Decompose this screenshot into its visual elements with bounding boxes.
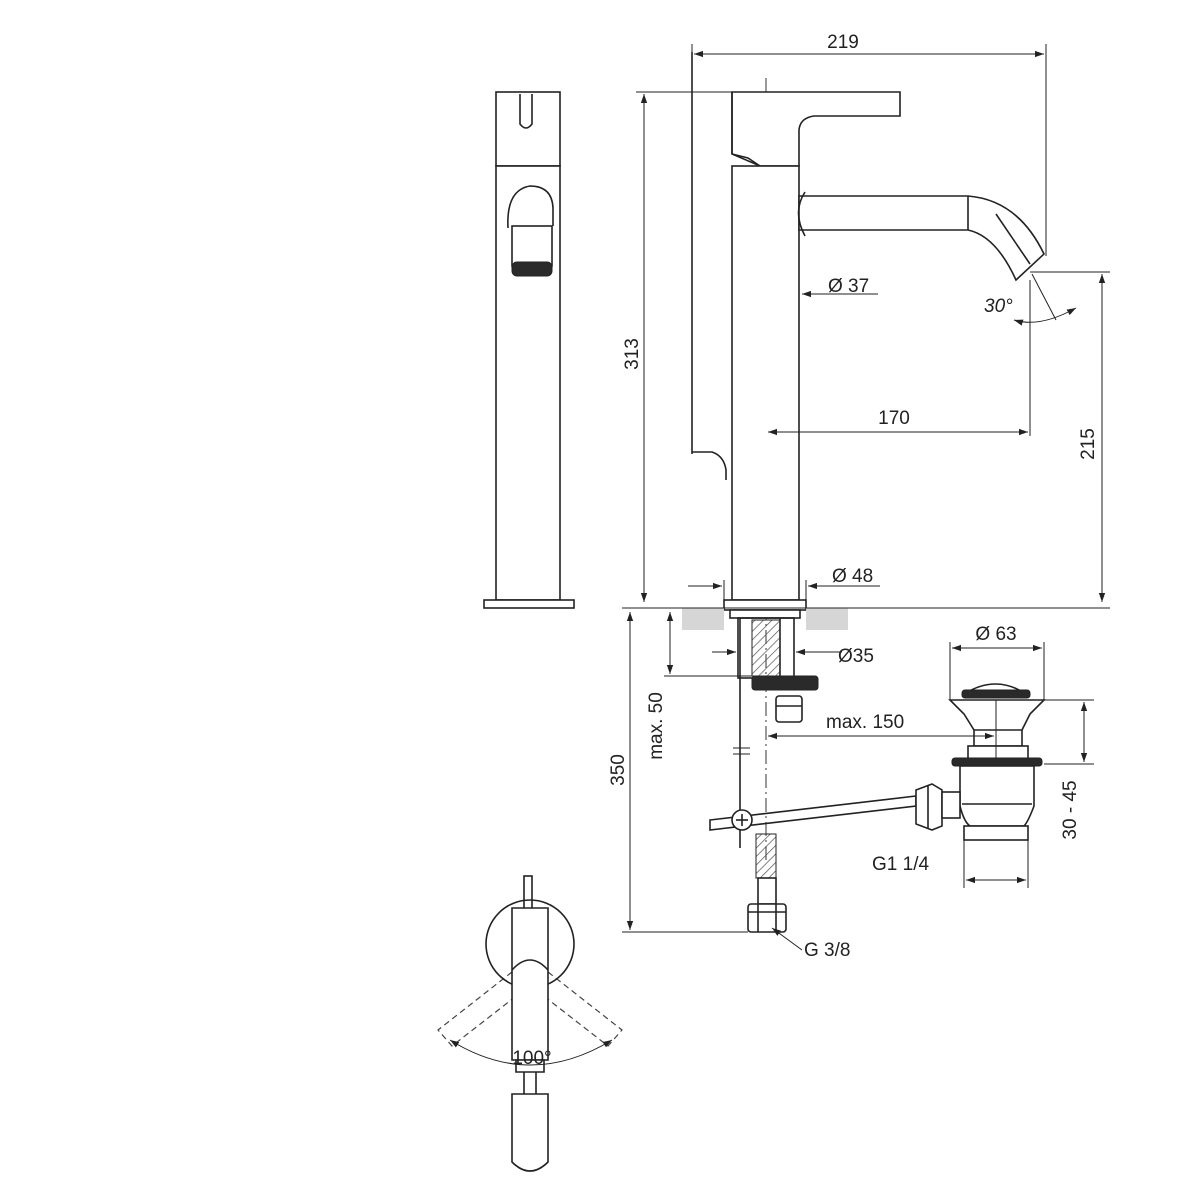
label-below-height: 350 — [608, 754, 629, 786]
top-view-lever — [437, 875, 623, 1172]
waste-assembly — [915, 683, 1046, 841]
label-overall-width: 219 — [827, 32, 859, 53]
label-max-reach-waste: max. 150 — [826, 712, 904, 733]
dimension-labels: 219 Ø 37 30° 170 313 215 Ø 48 Ø35 max. 5… — [512, 32, 1099, 1069]
label-base-diameter: Ø 48 — [832, 566, 873, 587]
label-spout-angle: 30° — [984, 296, 1013, 317]
dimension-lines — [622, 44, 1110, 951]
label-spout-diameter: Ø 37 — [828, 276, 869, 297]
label-waste-diameter: Ø 63 — [975, 624, 1016, 645]
label-waste-range: 30 - 45 — [1060, 780, 1081, 839]
label-connection-thread: G 3/8 — [804, 940, 850, 961]
counter-top — [622, 607, 1110, 630]
label-total-height: 313 — [622, 338, 643, 370]
label-max-thickness: max. 50 — [646, 692, 667, 760]
label-lever-angle: 100° — [512, 1048, 551, 1069]
under-counter — [709, 617, 917, 933]
label-waste-thread: G1 1/4 — [872, 854, 929, 875]
label-reach: 170 — [878, 408, 910, 429]
label-spout-height: 215 — [1078, 428, 1099, 460]
side-view — [483, 91, 575, 609]
front-view — [691, 52, 1045, 860]
label-hole-diameter: Ø35 — [838, 646, 874, 667]
